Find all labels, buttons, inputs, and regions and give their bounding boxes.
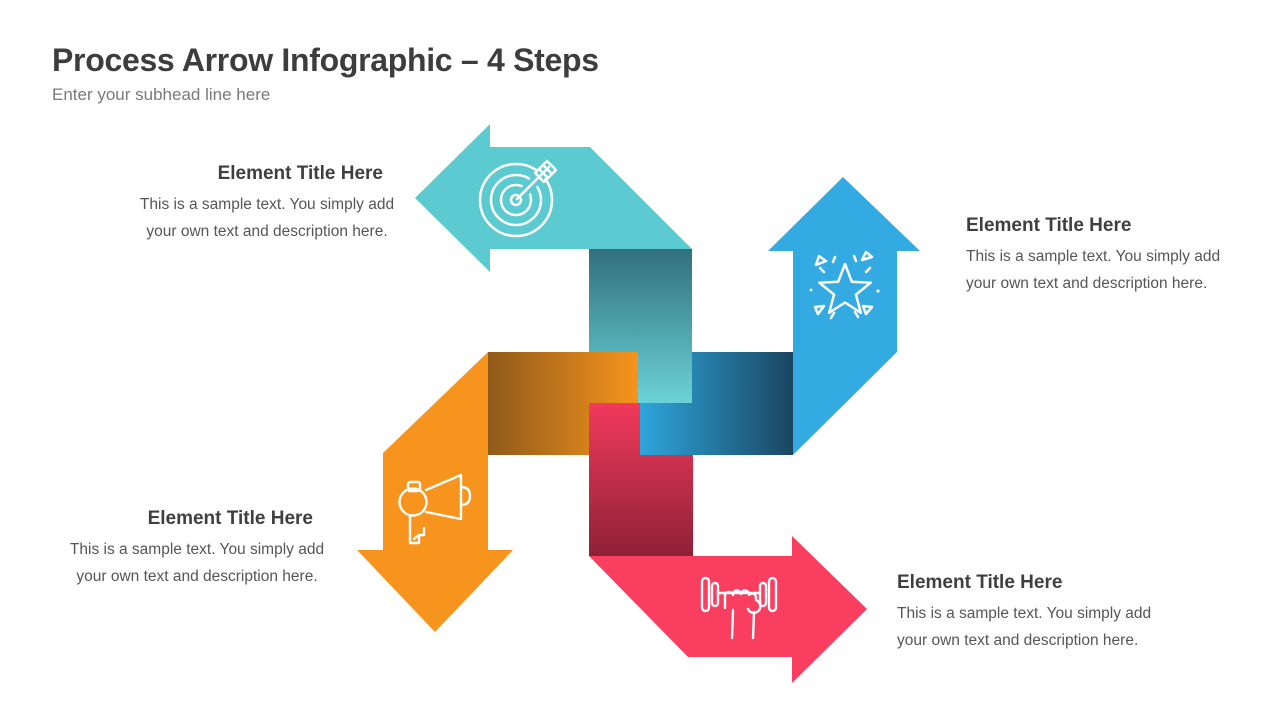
step-block-top-left: Element Title Here This is a sample text… [132,162,402,245]
step-description-line: This is a sample text. You simply add [966,248,1221,265]
step-title: Element Title Here [897,572,1063,593]
dumbbell-icon [700,576,778,640]
step-description-line: your own text and description here. [966,275,1208,292]
step-block-right: Element Title Here This is a sample text… [966,214,1246,297]
blue-arrow [768,177,920,455]
slide-header: Process Arrow Infographic – 4 Steps Ente… [52,42,599,105]
step-block-bottom-left: Element Title Here This is a sample text… [62,507,332,590]
red-arrow [589,536,867,683]
step-title: Element Title Here [217,163,383,184]
step-title: Element Title Here [147,508,313,529]
slide-subtitle: Enter your subhead line here [52,85,271,104]
step-description-line: your own text and description here. [897,632,1139,649]
step-description: This is a sample text. You simply add yo… [132,191,402,245]
teal-arrow-tail-weave-patch [640,352,692,403]
step-description-line: your own text and description here. [146,223,388,240]
step-block-bottom-right: Element Title Here This is a sample text… [897,571,1177,654]
step-description-line: This is a sample text. You simply add [897,605,1152,622]
megaphone-icon [398,473,472,545]
slide-title: Process Arrow Infographic – 4 Steps [52,42,599,78]
star-icon [809,250,880,320]
step-description: This is a sample text. You simply add yo… [966,243,1246,297]
step-title: Element Title Here [966,215,1132,236]
step-description-line: your own text and description here. [76,568,318,585]
orange-arrow [357,352,513,632]
step-description: This is a sample text. You simply add yo… [897,600,1177,654]
step-description-line: This is a sample text. You simply add [139,196,395,213]
step-description: This is a sample text. You simply add yo… [62,536,332,590]
target-icon [478,159,558,238]
teal-arrow [415,124,692,272]
step-description-line: This is a sample text. You simply add [69,541,325,558]
